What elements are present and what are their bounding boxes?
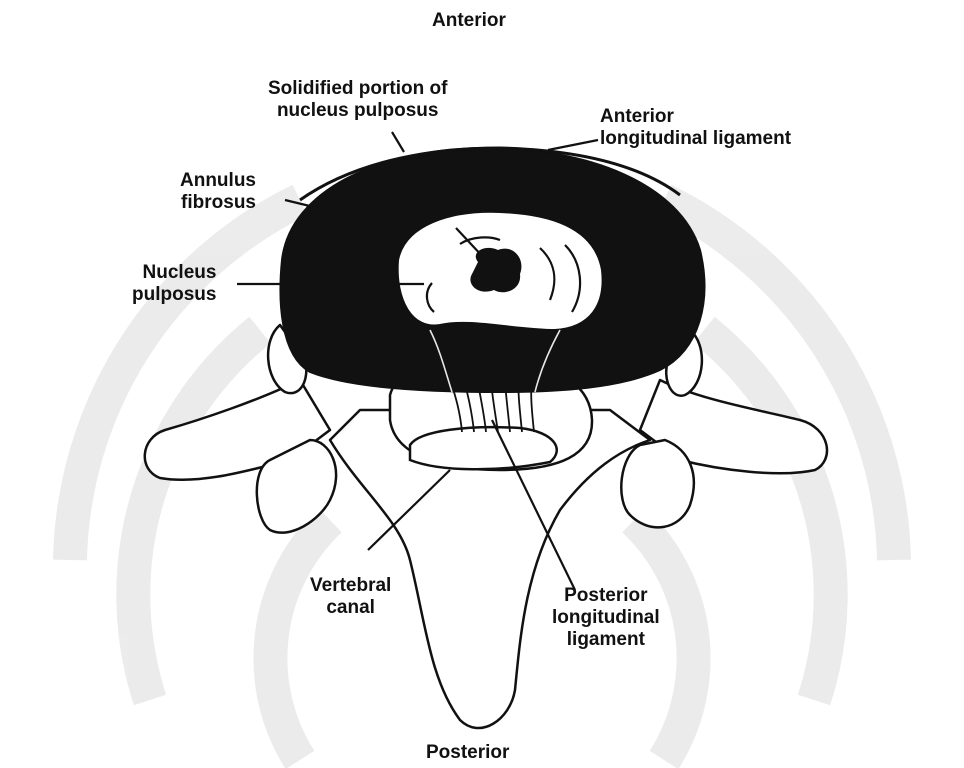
intervertebral-disc bbox=[280, 148, 704, 392]
posterior-label: Posterior bbox=[426, 742, 509, 764]
leader-solidified bbox=[392, 132, 404, 152]
nucleus-pulposus-label: Nucleus pulposus bbox=[132, 262, 216, 306]
posterior-longitudinal-ligament-label: Posterior longitudinal ligament bbox=[552, 585, 660, 651]
anterior-longitudinal-ligament-label: Anterior longitudinal ligament bbox=[600, 106, 791, 150]
leader-anterior-ligament bbox=[548, 140, 598, 150]
vertebral-canal-label: Vertebral canal bbox=[310, 575, 391, 619]
solidified-nucleus-label: Solidified portion of nucleus pulposus bbox=[268, 78, 447, 122]
solidified-nucleus-shape bbox=[470, 248, 521, 292]
right-articular-facet bbox=[621, 440, 694, 527]
anterior-label: Anterior bbox=[432, 10, 506, 32]
annulus-fibrosus-label: Annulus fibrosus bbox=[180, 170, 256, 214]
